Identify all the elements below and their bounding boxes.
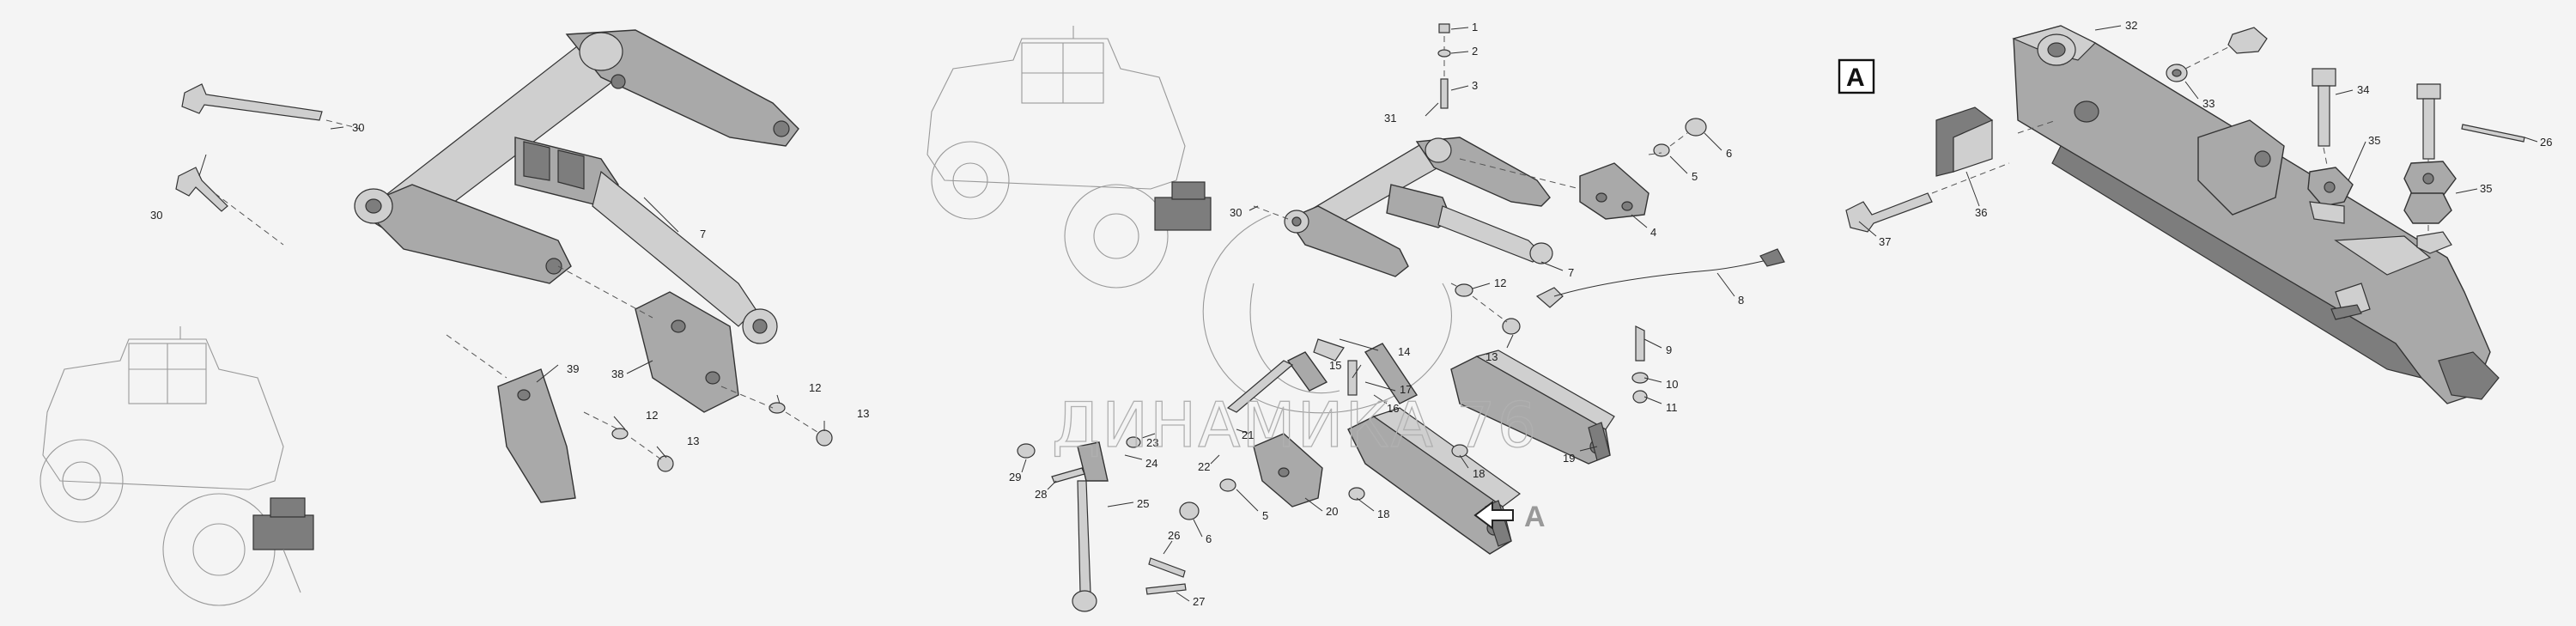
top-link-7 bbox=[514, 137, 778, 344]
callout-26: 26 bbox=[1168, 529, 1180, 542]
callout-13: 13 bbox=[1485, 350, 1498, 363]
callout-36: 36 bbox=[1975, 206, 1987, 219]
callout-35: 35 bbox=[2480, 182, 2492, 195]
callout-12: 12 bbox=[809, 381, 821, 394]
callout-7: 7 bbox=[700, 228, 706, 240]
callout-20: 20 bbox=[1326, 505, 1338, 518]
callout-9: 9 bbox=[1666, 343, 1672, 356]
callout-18: 18 bbox=[1377, 507, 1389, 520]
left-assembly: 30 30 7 39 38 12 13 12 13 bbox=[39, 29, 869, 606]
callout-32: 32 bbox=[2125, 19, 2137, 32]
washer-33 bbox=[2166, 27, 2268, 82]
callout-28: 28 bbox=[1035, 488, 1047, 501]
left-dashed-lines bbox=[214, 119, 821, 460]
callout-33: 33 bbox=[2202, 97, 2215, 110]
callout-27: 27 bbox=[1193, 595, 1205, 608]
center-assembly: A bbox=[927, 21, 1785, 612]
callout-31: 31 bbox=[1384, 112, 1396, 125]
right-callout-labels: 32 33 34 26 35 35 36 37 bbox=[1879, 19, 2552, 248]
callout-5: 5 bbox=[1692, 170, 1698, 183]
callout-24: 24 bbox=[1145, 457, 1157, 470]
callout-30: 30 bbox=[150, 209, 162, 222]
callout-18: 18 bbox=[1473, 467, 1485, 480]
bracket-20 bbox=[1253, 433, 1323, 507]
callout-7: 7 bbox=[1568, 266, 1574, 279]
callout-1: 1 bbox=[1472, 21, 1478, 33]
callout-3: 3 bbox=[1472, 79, 1478, 92]
bolt-34 bbox=[2312, 68, 2336, 147]
center-leaders bbox=[1021, 27, 1735, 602]
pin-26 bbox=[2461, 124, 2525, 143]
plate-39 bbox=[497, 368, 576, 503]
right-dashed-lines bbox=[1931, 46, 2429, 234]
callout-30: 30 bbox=[352, 121, 364, 134]
callout-23: 23 bbox=[1146, 436, 1158, 449]
rocker-arm-assembly bbox=[354, 29, 799, 284]
right-leaders bbox=[1858, 25, 2538, 237]
lift-rods bbox=[1072, 343, 1419, 612]
center-callout-labels: 1 2 3 31 5 6 4 30 7 8 12 13 14 9 10 11 1… bbox=[1009, 21, 1744, 608]
callout-14: 14 bbox=[1398, 345, 1410, 358]
center-small-parts bbox=[1017, 325, 1649, 595]
callout-15: 15 bbox=[1329, 359, 1341, 372]
callout-21: 21 bbox=[1242, 428, 1254, 441]
callout-8: 8 bbox=[1738, 294, 1744, 307]
left-fasteners bbox=[175, 83, 833, 472]
callout-12: 12 bbox=[646, 409, 658, 422]
callout-6: 6 bbox=[1206, 532, 1212, 545]
callout-35: 35 bbox=[2368, 134, 2380, 147]
center-top-fasteners bbox=[1437, 23, 1707, 335]
callout-29: 29 bbox=[1009, 471, 1021, 483]
bracket-38 bbox=[635, 291, 739, 413]
callout-12: 12 bbox=[1494, 277, 1506, 289]
callout-4: 4 bbox=[1650, 226, 1656, 239]
callout-17: 17 bbox=[1400, 383, 1412, 396]
detail-view-a: A bbox=[1838, 19, 2552, 404]
callout-39: 39 bbox=[567, 362, 579, 375]
callout-2: 2 bbox=[1472, 45, 1478, 58]
tractor-outline-left bbox=[39, 326, 314, 606]
clevis-35-right bbox=[2403, 83, 2457, 254]
callout-25: 25 bbox=[1137, 497, 1149, 510]
clevis-35-left bbox=[2307, 167, 2354, 224]
center-rocker-arm bbox=[1284, 137, 1551, 277]
watermark-text: ДИНАМИКА 76 bbox=[1052, 389, 1538, 461]
callout-37: 37 bbox=[1879, 235, 1891, 248]
callout-19: 19 bbox=[1563, 452, 1575, 465]
center-sweep-curves bbox=[1202, 214, 1452, 414]
view-a-arrow: A bbox=[1473, 501, 1546, 533]
callout-13: 13 bbox=[687, 435, 699, 447]
left-callout-labels: 30 30 7 39 38 12 13 12 13 bbox=[150, 121, 869, 447]
callout-30: 30 bbox=[1230, 206, 1242, 219]
bolt-37 bbox=[1845, 192, 1933, 233]
callout-6: 6 bbox=[1726, 147, 1732, 160]
lower-links bbox=[1347, 349, 1615, 555]
center-top-link-7 bbox=[1386, 184, 1553, 264]
view-a-box-letter: A bbox=[1846, 64, 1865, 92]
callout-38: 38 bbox=[611, 368, 623, 380]
chain-8 bbox=[1535, 248, 1785, 308]
lower-link-32 bbox=[2012, 25, 2500, 404]
callout-13: 13 bbox=[857, 407, 869, 420]
hook-36 bbox=[1935, 106, 1994, 177]
callout-34: 34 bbox=[2357, 83, 2369, 96]
callout-26: 26 bbox=[2540, 136, 2552, 149]
center-dashed-lines bbox=[1253, 36, 1688, 323]
callout-16: 16 bbox=[1387, 402, 1399, 415]
view-a-box: A bbox=[1838, 58, 1875, 94]
callout-22: 22 bbox=[1198, 460, 1210, 473]
callout-11: 11 bbox=[1666, 401, 1678, 414]
bracket-4 bbox=[1579, 162, 1649, 220]
callout-10: 10 bbox=[1666, 378, 1678, 391]
callout-5: 5 bbox=[1262, 509, 1268, 522]
left-leaders bbox=[198, 126, 825, 459]
view-a-label: A bbox=[1524, 501, 1546, 533]
tractor-outline-center bbox=[927, 26, 1212, 289]
